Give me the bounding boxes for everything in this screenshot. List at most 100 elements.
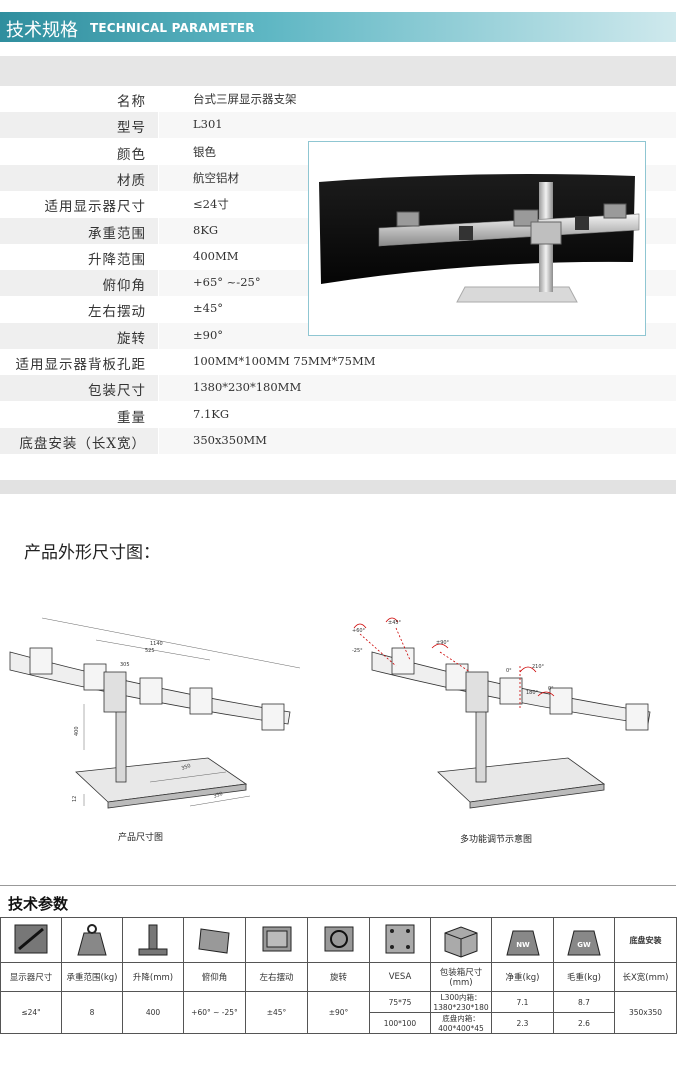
rotate-icon — [324, 926, 353, 952]
spec-value: ±90° — [193, 327, 224, 342]
spec-value-cell — [159, 375, 676, 402]
tech-header-cell: 旋转 — [307, 962, 370, 992]
banner-title-zh: 技术规格 — [6, 20, 78, 41]
spec-row: 左右摆动±45° — [0, 296, 676, 322]
spec-value: 航空铝材 — [193, 170, 239, 185]
screen-size-icon — [14, 924, 48, 954]
angle-tilt-down: -25° — [352, 648, 363, 654]
vesa-icon — [385, 924, 415, 954]
banner-title-en: TECHNICAL PARAMETER — [90, 21, 255, 35]
swivel-icon — [262, 926, 291, 952]
val-rotate: ±90° — [307, 991, 370, 1034]
spec-label-cell — [0, 112, 158, 139]
dim-mid: 525 — [145, 648, 155, 654]
val-nw-1: 7.1 — [491, 991, 554, 1013]
nw-badge: NW — [516, 941, 530, 949]
val-base: 350x350 — [614, 991, 677, 1034]
spec-row: 重量 7.1KG — [0, 402, 676, 428]
spec-value: 7.1KG — [193, 406, 230, 421]
spec-value: 400MM — [193, 248, 239, 263]
dim-width: 1140 — [150, 641, 163, 647]
tech-header-cell: VESA — [369, 962, 431, 992]
tech-params-title: 技术参数 — [8, 895, 69, 913]
spec-value-cell — [159, 112, 676, 139]
dim-thick: 12 — [72, 796, 78, 802]
dim-arm: 305 — [120, 662, 130, 668]
spec-label: 颜色 — [117, 146, 146, 163]
tech-header-cell: 显示器尺寸 — [0, 962, 62, 992]
val-size: ≤24" — [0, 991, 62, 1034]
spec-row: 名称台式三屏显示器支架 — [0, 86, 676, 112]
val-gw-1: 8.7 — [553, 991, 615, 1013]
spec-label-cell — [0, 322, 158, 349]
weight-icon — [77, 924, 107, 956]
spec-label: 俯仰角 — [102, 278, 146, 295]
spec-value: 100MM*100MM 75MM*75MM — [193, 354, 376, 368]
spec-value-cell — [159, 427, 676, 454]
val-vesa-1: 75*75 — [369, 991, 431, 1013]
dimension-figures: 1140 525 305 400 350 350 12 — [0, 600, 676, 850]
tilt-icon — [197, 928, 230, 954]
package-box-icon — [444, 926, 478, 958]
icon-cell-tilt — [183, 917, 246, 963]
spec-value: 台式三屏显示器支架 — [193, 92, 297, 106]
section-banner: 技术规格 TECHNICAL PARAMETER — [0, 12, 676, 42]
tech-header-cell: 包装箱尺寸(mm) — [430, 962, 492, 992]
spec-label-cell — [0, 164, 158, 191]
icon-cell-swivel — [245, 917, 308, 963]
spec-label: 材质 — [117, 172, 146, 189]
icon-cell-load — [61, 917, 123, 963]
angle-0: 0° — [506, 668, 512, 674]
product-photo — [308, 141, 646, 336]
right-figure-caption: 多功能调节示意图 — [460, 835, 533, 845]
tech-header-cell: 左右摆动 — [245, 962, 308, 992]
spec-label: 底盘安装（长X宽） — [19, 435, 146, 452]
angle-210: 210° — [532, 664, 545, 670]
left-figure-caption: 产品尺寸图 — [118, 833, 164, 843]
spec-label: 适用显示器尺寸 — [44, 199, 146, 216]
val-swivel: ±45° — [245, 991, 308, 1034]
angle-tilt-up: +60° — [352, 628, 366, 634]
spec-value: ≤24寸 — [193, 197, 229, 212]
val-nw-2: 2.3 — [491, 1012, 554, 1034]
lift-icon — [138, 924, 168, 956]
tech-params-header: 技术参数 — [0, 885, 676, 918]
spec-label-cell — [0, 217, 158, 244]
gross-weight-icon: GW — [567, 930, 601, 956]
icon-cell-vesa — [369, 917, 431, 963]
val-load: 8 — [61, 991, 123, 1034]
spec-label: 包装尺寸 — [88, 383, 146, 400]
angle-rotate: ±90° — [436, 640, 450, 646]
icon-cell-rotate — [307, 917, 370, 963]
spec-row: 底盘安装（长X宽）350x350MM — [0, 427, 676, 454]
icon-cell-nw: NW — [491, 917, 554, 963]
angle-180: 180° — [526, 690, 539, 696]
spec-label-cell — [0, 375, 158, 402]
gw-badge: GW — [577, 941, 591, 949]
mount-header: 底盘安装 — [614, 917, 677, 963]
tech-header-cell: 长X宽(mm) — [614, 962, 677, 992]
spec-row: 颜色银色 — [0, 139, 676, 165]
spec-label: 承重范围 — [88, 225, 146, 242]
icon-cell-size — [0, 917, 62, 963]
tech-header-cell: 净重(kg) — [491, 962, 554, 992]
spec-label: 左右摆动 — [88, 304, 146, 321]
spec-top-band — [0, 56, 676, 86]
spec-label: 重量 — [117, 409, 146, 426]
tech-header-cell: 俯仰角 — [183, 962, 246, 992]
dimensions-heading: 产品外形尺寸图： — [24, 543, 160, 563]
spec-bottom-band — [0, 480, 676, 494]
spec-label: 旋转 — [117, 330, 146, 347]
net-weight-icon: NW — [505, 930, 540, 956]
spec-value: +65° ~-25° — [193, 275, 261, 290]
spec-row: 适用显示器尺寸 ≤24寸 — [0, 191, 676, 217]
dim-height: 400 — [74, 726, 80, 736]
spec-value: L301 — [193, 117, 223, 132]
val-box-2: 底盘内箱：400*400*45 — [430, 1012, 492, 1034]
dim-base-a: 350 — [181, 763, 192, 772]
